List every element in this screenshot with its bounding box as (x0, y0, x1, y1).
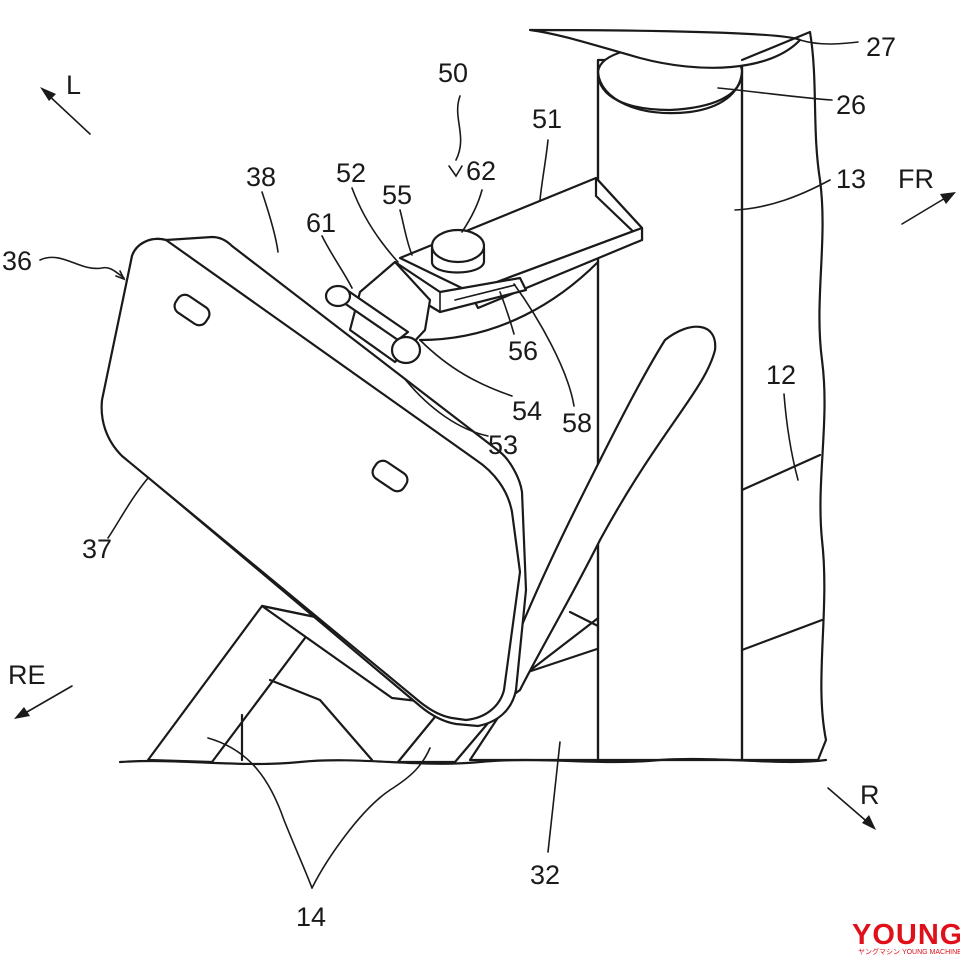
leader-50 (455, 95, 462, 161)
leader-53 (403, 377, 489, 437)
leader-38 (261, 191, 279, 253)
inner-arc (418, 260, 600, 342)
direction-front-label: FR (898, 164, 934, 194)
leader-36 (39, 256, 125, 279)
leader-62 (461, 189, 483, 233)
ref-54: 54 (512, 396, 542, 426)
direction-arrows (14, 87, 956, 830)
license-plate-37 (100, 235, 528, 728)
gusset-plate (268, 678, 374, 762)
leader-37 (107, 477, 149, 539)
leader-12 (783, 393, 799, 481)
ref-12: 12 (766, 360, 796, 390)
ref-27: 27 (866, 32, 896, 62)
plate-face (100, 237, 522, 722)
leader-27 (799, 39, 859, 45)
arrow-left (40, 87, 91, 135)
ref-61: 61 (306, 208, 336, 238)
knob-62 (430, 228, 486, 274)
direction-right-label: R (860, 780, 880, 810)
frame-outline-wavy (740, 30, 828, 762)
top-bridge-27 (528, 28, 802, 69)
ref-50: 50 (438, 58, 468, 88)
watermark-logo: YOUNG ヤングマシン YOUNG MACHINE (852, 919, 960, 956)
guard-plate (488, 325, 717, 714)
leader-14-left (207, 737, 313, 889)
ref-56: 56 (508, 336, 538, 366)
arrow-left-shaft (44, 91, 91, 135)
direction-labels: L FR RE R (8, 70, 934, 810)
arrow-right-shaft (827, 787, 873, 827)
leader-51 (539, 139, 549, 201)
frame-seam-lower (740, 618, 824, 652)
leader-lines (39, 39, 859, 889)
leader-58 (513, 283, 575, 407)
arrow-rear-head (14, 707, 30, 719)
leader-55 (399, 209, 413, 256)
arrow-front-head (940, 192, 956, 204)
ref-37: 37 (82, 534, 112, 564)
ref-52: 52 (336, 158, 366, 188)
leader-61 (321, 235, 353, 289)
leader-32 (547, 741, 561, 853)
leader-26 (717, 87, 833, 101)
leader-14-right (311, 747, 431, 889)
ref-62: 62 (466, 156, 496, 186)
hinge-pin-61 (324, 284, 422, 365)
ref-51: 51 (532, 104, 562, 134)
mount-bracket-50 (324, 176, 644, 365)
ref-58: 58 (562, 408, 592, 438)
leader-56 (499, 291, 515, 335)
reference-labels: 27 26 13 12 50 51 62 52 55 61 38 36 56 5… (2, 32, 896, 932)
pin-head-right (390, 335, 422, 365)
arrow-right-head (862, 815, 876, 830)
leader-54 (419, 339, 513, 397)
ref-32: 32 (530, 860, 560, 890)
direction-left-label: L (66, 70, 81, 100)
ref-14: 14 (296, 902, 326, 932)
arrow-rear-shaft (19, 685, 73, 717)
watermark-text: YOUNG (852, 919, 960, 951)
leader-50-arrow (448, 165, 463, 178)
slot-58 (454, 284, 516, 301)
stem-lower-rim (596, 70, 744, 115)
leader-13 (734, 179, 831, 211)
bottom-break-line (118, 757, 828, 766)
plate-bolt-slot-lower (371, 459, 409, 493)
leader-36-arrow (115, 270, 126, 281)
pin-head-left (324, 284, 352, 308)
main-frame-12 (740, 30, 828, 762)
arrow-right (827, 787, 876, 830)
ref-26: 26 (836, 90, 866, 120)
knob-top (430, 228, 486, 264)
ref-55: 55 (382, 180, 412, 210)
arrow-rear (14, 685, 73, 719)
ref-36: 36 (2, 246, 32, 276)
arrow-front (901, 192, 956, 225)
direction-rear-label: RE (8, 660, 46, 690)
watermark-subtext: ヤングマシン YOUNG MACHINE (858, 947, 960, 956)
ref-53: 53 (488, 430, 518, 460)
block-top-edge (526, 644, 608, 674)
ref-13: 13 (836, 164, 866, 194)
frame-seam-upper (740, 453, 822, 492)
plate-bolt-slot-upper (173, 293, 211, 327)
leader-52 (351, 187, 399, 263)
guard-plate-body (488, 325, 717, 714)
arrow-left-head (40, 87, 56, 101)
ref-38: 38 (246, 162, 276, 192)
